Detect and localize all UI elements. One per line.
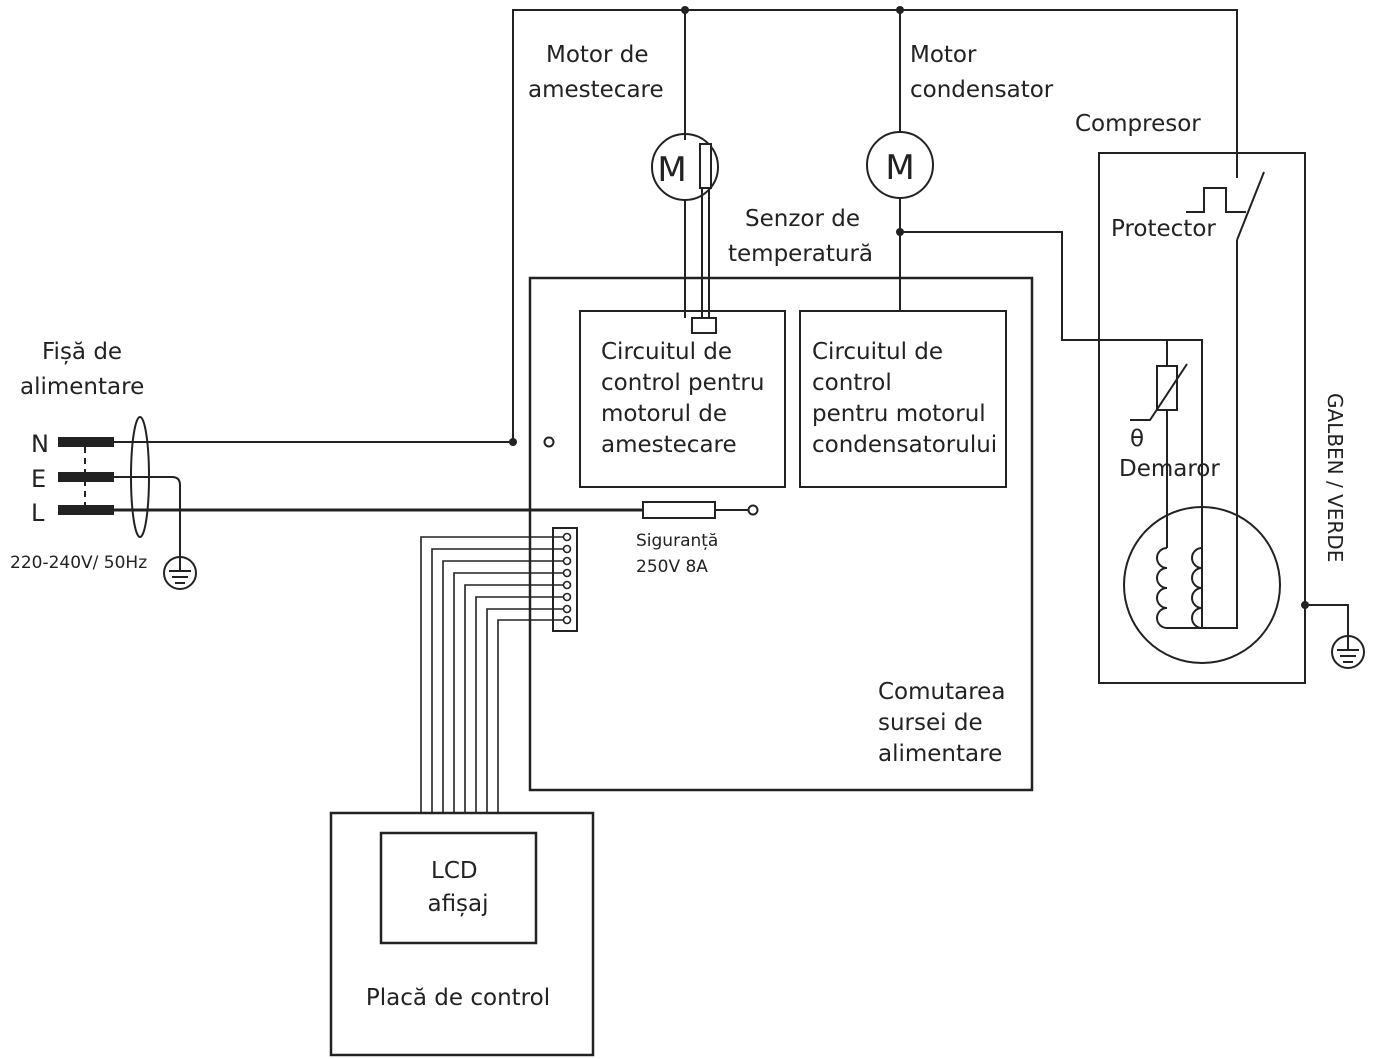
motor-condensator-label: Motor condensator — [910, 42, 1054, 103]
lcd-label: LCD afișaj — [427, 858, 488, 917]
pin-l-label: L — [31, 499, 45, 527]
placa-control: LCD afișaj Placă de control — [329, 811, 595, 1057]
theta-symbol: θ — [1130, 426, 1144, 452]
compresor-label: Compresor — [1075, 111, 1201, 137]
motor-amestecare-label: Motor de amestecare — [528, 42, 664, 103]
fisa-label: Fișă de alimentare — [20, 339, 144, 400]
siguranta-label: Siguranță 250V 8A — [636, 531, 724, 577]
motor-condensator-symbol: M — [885, 148, 914, 188]
senzor-temperatura-label: Senzor de temperatură — [728, 206, 873, 267]
tensiune-label: 220-240V/ 50Hz — [10, 553, 147, 573]
protector-label: Protector — [1111, 216, 1216, 242]
compresor-block: Compresor Protector θ Demaror — [1075, 111, 1365, 684]
pin-n-label: N — [31, 430, 49, 458]
conector-panglica — [420, 527, 578, 813]
galben-verde-label: GALBEN / VERDE — [1323, 393, 1347, 562]
pin-e-label: E — [31, 465, 46, 493]
top-wiring — [512, 6, 1238, 442]
comutarea-label: Comutarea sursei de alimentare — [878, 679, 1013, 767]
placa-label: Placă de control — [366, 985, 550, 1011]
motor-amestecare-icon: M — [651, 133, 719, 334]
comutare-block — [528, 276, 1034, 792]
motor-amestecare-symbol: M — [657, 150, 686, 190]
fisa-alimentare: Fișă de alimentare N E L 220-240V/ 50Hz … — [10, 339, 759, 590]
circuit-condensator-label: Circuitul de control pentru motorul cond… — [812, 339, 997, 458]
circuit-amestecare-label: Circuitul de control pentru motorul de a… — [601, 339, 772, 458]
motor-condensator-icon: M — [866, 131, 1203, 628]
demaror-label: Demaror — [1119, 456, 1220, 482]
